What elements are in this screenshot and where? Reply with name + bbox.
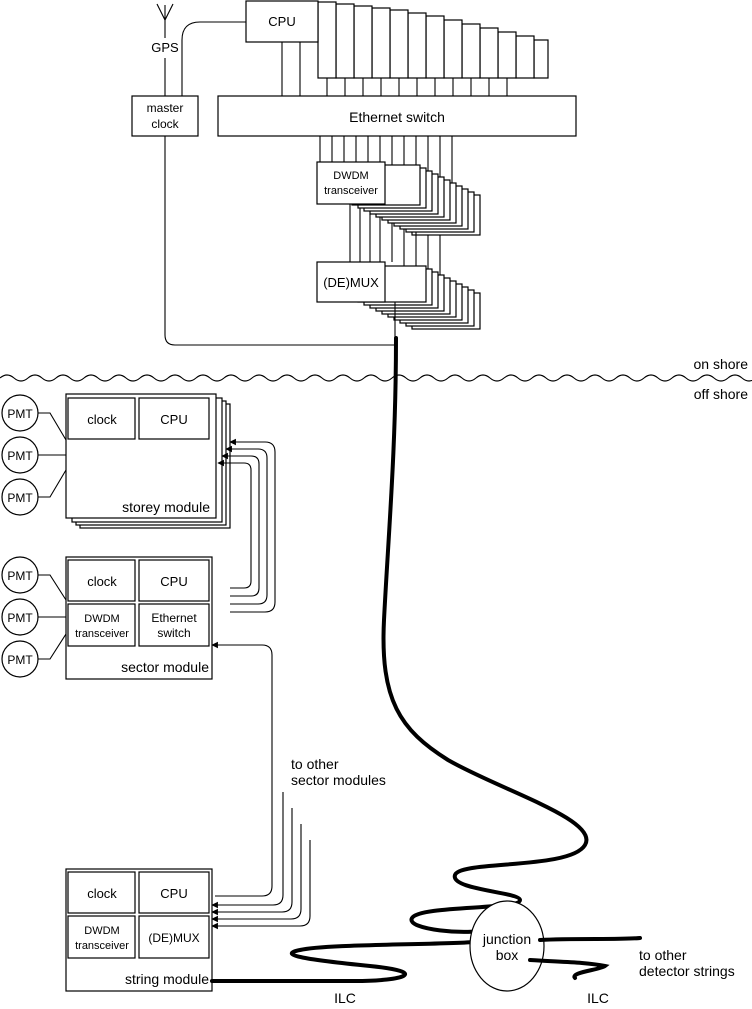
storey-cpu-label: CPU [160,412,187,427]
shoreline-wave [0,374,752,382]
junction-box-label-1: junction [482,931,531,947]
ethernet-switch-label: Ethernet switch [349,109,445,125]
sector-pmts: PMT PMT PMT [1,556,67,678]
other-sector-lines [211,792,311,930]
sector-string-link [211,641,273,897]
string-dwdm-label-1: DWDM [84,925,119,937]
storey-sector-links [217,438,276,613]
cpu-stack: CPU [245,0,549,79]
storey-module-name: storey module [122,499,210,515]
demux-label: (DE)MUX [323,275,379,290]
ilc-cable-left [210,940,477,983]
demux-stack: (DE)MUX [316,261,481,330]
other-sectors-label-1: to other [291,756,339,772]
master-clock-box: master clock [131,95,199,137]
main-cable [381,336,589,934]
string-module: clock CPU DWDM transceiver (DE)MUX strin… [65,868,213,992]
dwdm-stack: DWDM transceiver [316,161,481,236]
string-module-name: string module [125,971,209,987]
storey-clock-label: clock [87,412,117,427]
sector-pmt-label: PMT [7,653,33,667]
dwdm-label-1: DWDM [333,170,368,182]
storey-pmt-label: PMT [7,491,33,505]
junction-box-label-2: box [496,947,519,963]
dwdm-mux-links [349,204,441,278]
sector-switch-label-1: Ethernet [151,611,197,625]
sector-pmt-label: PMT [7,611,33,625]
other-strings-label-2: detector strings [639,963,735,979]
storey-pmts: PMT PMT PMT [1,394,67,516]
on-shore-label: on shore [694,356,749,372]
string-clock-label: clock [87,886,117,901]
sector-dwdm-label-1: DWDM [84,613,119,625]
off-shore-label: off shore [694,386,748,402]
master-clock-label-2: clock [151,117,179,131]
storey-pmt-label: PMT [7,449,33,463]
cpu-label: CPU [268,14,295,29]
ilc-cables-right [528,936,642,980]
sector-pmt-label: PMT [7,569,33,583]
storey-module: clock CPU storey module [65,393,231,529]
master-clock-label-1: master [147,101,184,115]
other-sectors-label-2: sector modules [291,772,386,788]
string-demux-label: (DE)MUX [148,931,199,945]
other-strings-label-1: to other [639,947,687,963]
gps-antenna [156,3,174,38]
storey-pmt-label: PMT [7,407,33,421]
sector-cpu-label: CPU [160,574,187,589]
sector-clock-label: clock [87,574,117,589]
string-dwdm-label-2: transceiver [75,940,129,952]
cpu-switch-links [281,42,508,96]
sector-dwdm-label-2: transceiver [75,628,129,640]
junction-box: junction box [469,900,545,992]
ilc-label-left: ILC [334,990,356,1006]
ethernet-switch-box: Ethernet switch [217,95,577,137]
string-cpu-label: CPU [160,886,187,901]
gps-label: GPS [151,40,179,55]
ilc-label-right: ILC [587,990,609,1006]
sector-switch-label-2: switch [157,626,190,640]
sector-module: clock CPU DWDM transceiver Ethernet swit… [65,556,213,680]
sector-module-name: sector module [121,659,209,675]
dwdm-label-2: transceiver [324,185,378,197]
